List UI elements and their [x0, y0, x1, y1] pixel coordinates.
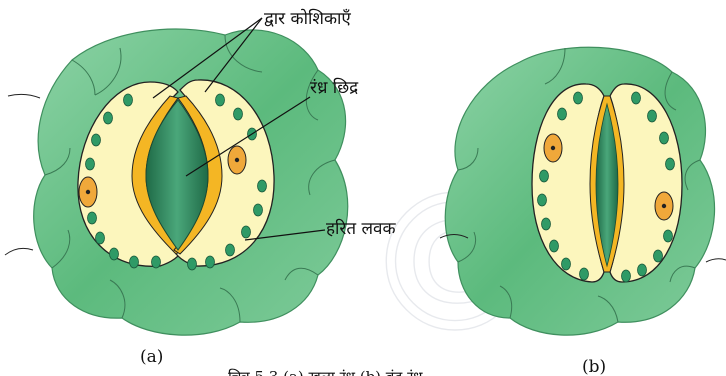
sublabel-a: (a)	[140, 347, 163, 367]
stoma-closed	[440, 47, 726, 335]
label-stomatal-pore: रंध्र छिद्र	[310, 77, 359, 98]
nucleolus-icon	[86, 190, 90, 194]
nucleolus-icon	[235, 158, 239, 162]
cell-edge-line	[5, 248, 33, 255]
cell-edge-line	[706, 259, 726, 262]
figure-caption: चित्र 5.3 (a) खुला रंध्र (b) बंद रंध्र	[228, 368, 423, 376]
nucleolus-icon	[662, 204, 666, 208]
cell-edge-line	[8, 94, 40, 98]
sublabel-b: (b)	[582, 357, 606, 376]
label-guard-cells: द्वार कोशिकाएँ	[264, 8, 351, 29]
nucleolus-icon	[551, 146, 555, 150]
stoma-open	[5, 29, 348, 335]
label-chloroplast: हरित लवक	[326, 218, 396, 239]
